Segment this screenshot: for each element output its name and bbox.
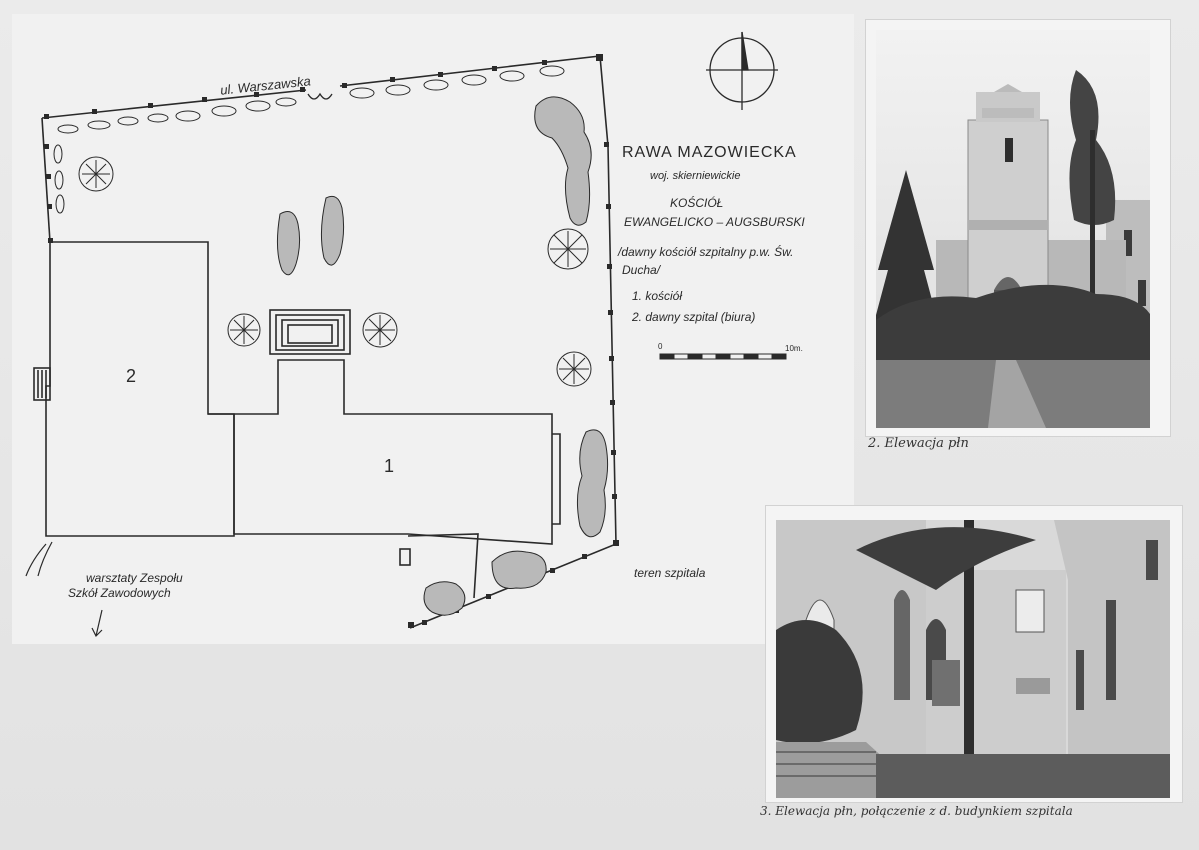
scale-end-label: 10m. — [785, 344, 803, 353]
church-title-line-2: EWANGELICKO – AUGSBURSKI — [624, 215, 805, 229]
building-1-outline — [208, 359, 553, 545]
tower-outline — [269, 309, 351, 355]
workshops-label-line-2: Szkół Zawodowych — [68, 586, 171, 600]
building-number-1: 1 — [384, 456, 395, 476]
scale-start-label: 0 — [658, 342, 663, 351]
annex-outline — [407, 533, 479, 599]
photo-church-tower — [876, 30, 1150, 428]
legend-item-2: 2. dawny szpital (biura) — [632, 310, 756, 324]
shrubs-groups — [276, 96, 609, 616]
former-name-line-2: Ducha/ — [622, 263, 661, 277]
building-number-2: 2 — [126, 366, 137, 386]
building-2-outline — [45, 241, 235, 537]
north-arrow — [706, 31, 778, 110]
shrubs-street — [53, 65, 565, 214]
church-title-line-1: KOŚCIÓŁ — [670, 196, 724, 210]
caption-photo-3: 3. Elewacja płn, połączenie z d. budynki… — [760, 804, 1073, 818]
entrance-gate — [25, 541, 53, 577]
trees — [78, 156, 592, 387]
photo-card-3 — [766, 506, 1182, 802]
legend-item-1: 1. kościół — [632, 289, 683, 303]
hospital-area-label: teren szpitala — [634, 566, 706, 580]
voivodeship-label: woj. skierniewickie — [650, 170, 741, 182]
caption-photo-2: 2. Elewacja płn — [868, 436, 969, 451]
site-boundary-west — [41, 117, 51, 243]
scale-bar — [659, 353, 787, 360]
street-gate — [307, 92, 333, 100]
photo-courtyard — [776, 520, 1170, 798]
site-plan-drawing — [25, 31, 787, 638]
site-plan-sheet: ul. Warszawska RAWA MAZOWIECKA woj. skie… — [12, 14, 854, 644]
photo-card-2 — [866, 20, 1170, 436]
porch — [33, 367, 51, 401]
former-name-line-1: /dawny kościół szpitalny p.w. Św. — [618, 245, 794, 259]
workshops-label-line-1: warsztaty Zespołu — [86, 571, 183, 585]
town-title: RAWA MAZOWIECKA — [622, 144, 797, 161]
